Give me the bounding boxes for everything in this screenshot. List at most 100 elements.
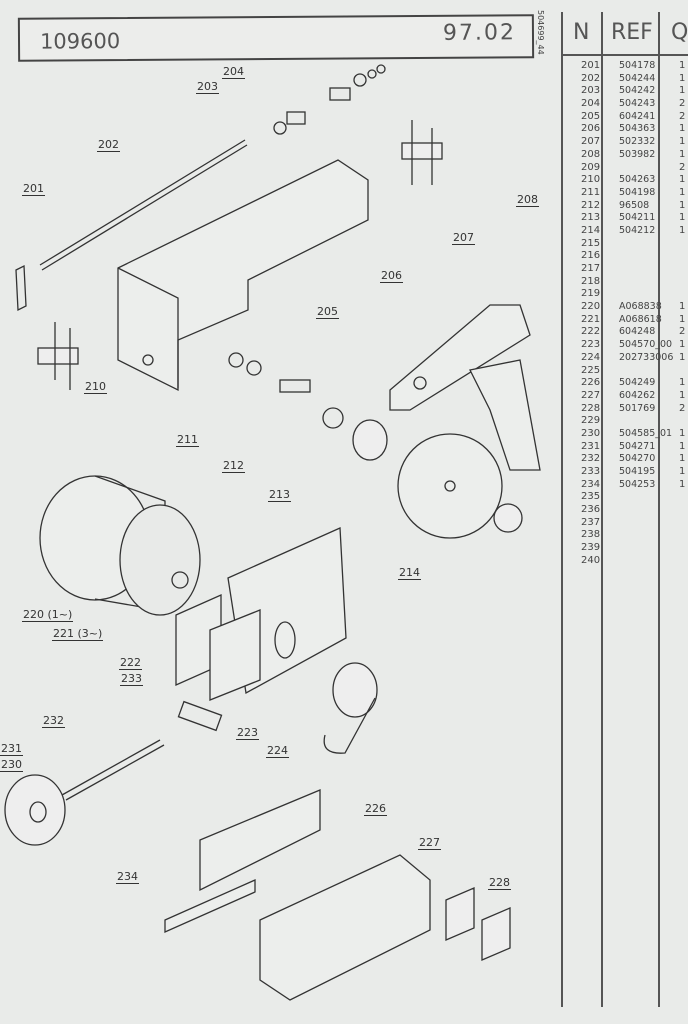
cell-q: 1 (679, 72, 686, 84)
header-ref: REF (611, 20, 653, 45)
table-row: 214 504212 1 (563, 225, 688, 238)
cell-n: 220 (581, 301, 601, 313)
table-row: 240 (563, 555, 688, 568)
callout-label: 222 (119, 656, 142, 670)
table-row: 237 (563, 517, 688, 530)
cell-n: 238 (581, 529, 601, 541)
cell-n: 202 (581, 72, 601, 84)
cell-q: 1 (679, 478, 686, 490)
table-row: 215 (563, 238, 688, 251)
cell-n: 226 (581, 377, 601, 389)
cell-n: 239 (581, 542, 601, 554)
cell-ref: A068838 (619, 301, 662, 313)
plates-228 (445, 887, 511, 961)
motor-plate-222 (175, 527, 347, 701)
cell-q: 1 (679, 377, 686, 389)
screw-232 (61, 700, 223, 801)
cell-ref: 504198 (619, 186, 656, 198)
cell-q: 1 (679, 313, 686, 325)
cell-n: 224 (581, 351, 601, 363)
callout-label: 202 (97, 138, 120, 152)
callout-label: 212 (222, 459, 245, 473)
cell-n: 235 (581, 491, 601, 503)
carriage-226-227 (164, 789, 431, 1001)
cell-n: 210 (581, 174, 601, 186)
pulley-224 (323, 662, 378, 754)
cell-ref: 504263 (619, 174, 656, 186)
bracket-208 (401, 120, 443, 185)
cell-q: 1 (679, 186, 686, 198)
table-row: 236 (563, 504, 688, 517)
cell-q: 1 (679, 60, 686, 71)
cell-q: 1 (679, 440, 686, 452)
cell-ref: 504363 (619, 123, 656, 135)
cell-ref: 604248 (619, 326, 656, 338)
cell-ref: 96508 (619, 199, 650, 211)
cell-n: 225 (581, 364, 601, 376)
table-row: 235 (563, 491, 688, 504)
cell-ref: 504178 (619, 60, 656, 71)
cell-n: 207 (581, 136, 601, 148)
cell-n: 214 (581, 224, 601, 236)
cell-ref: 504242 (619, 85, 656, 97)
cell-ref: 504212 (619, 224, 656, 236)
cell-n: 228 (581, 402, 601, 414)
callout-label: 206 (380, 269, 403, 283)
table-row: 239 (563, 542, 688, 555)
rod-202 (39, 139, 248, 271)
table-row: 225 (563, 365, 688, 378)
bracket-210 (37, 322, 79, 390)
cell-n: 216 (581, 250, 601, 262)
callout-label: 226 (364, 802, 387, 816)
cell-n: 208 (581, 148, 601, 160)
table-row: 218 (563, 276, 688, 289)
cell-n: 209 (581, 161, 601, 173)
cell-q: 2 (679, 161, 686, 173)
cell-n: 236 (581, 504, 601, 516)
springs-203-204 (273, 64, 386, 135)
cell-q: 2 (679, 98, 686, 110)
handwheel-230 (4, 774, 66, 846)
cell-n: 203 (581, 85, 601, 97)
table-row: 219 (563, 288, 688, 301)
cell-q: 1 (679, 389, 686, 401)
cell-q: 1 (679, 212, 686, 224)
callout-label: 233 (120, 672, 143, 686)
cell-ref: 604262 (619, 389, 656, 401)
cell-n: 218 (581, 275, 601, 287)
cell-q: 1 (679, 199, 686, 211)
side-code: 504699_44 (536, 10, 545, 55)
motor-220 (39, 475, 201, 616)
cell-ref: 504249 (619, 377, 656, 389)
cell-n: 206 (581, 123, 601, 135)
riving-knife-206-207 (389, 304, 541, 471)
cell-n: 217 (581, 263, 601, 274)
cell-n: 233 (581, 466, 601, 477)
table-row: 217 (563, 263, 688, 276)
callout-label: 223 (236, 726, 259, 740)
callout-label: 228 (488, 876, 511, 890)
cell-ref: 503982 (619, 148, 656, 160)
column-divider (601, 12, 603, 1007)
cell-n: 240 (581, 554, 601, 566)
cell-n: 232 (581, 453, 601, 465)
callout-label: 227 (418, 836, 441, 850)
table-row: 238 (563, 529, 688, 542)
cell-n: 219 (581, 288, 601, 300)
cell-q: 2 (679, 110, 686, 122)
cell-ref: 504243 (619, 98, 656, 110)
cell-q: 1 (679, 224, 686, 236)
cell-q: 1 (679, 453, 686, 465)
handle-201 (15, 264, 27, 312)
